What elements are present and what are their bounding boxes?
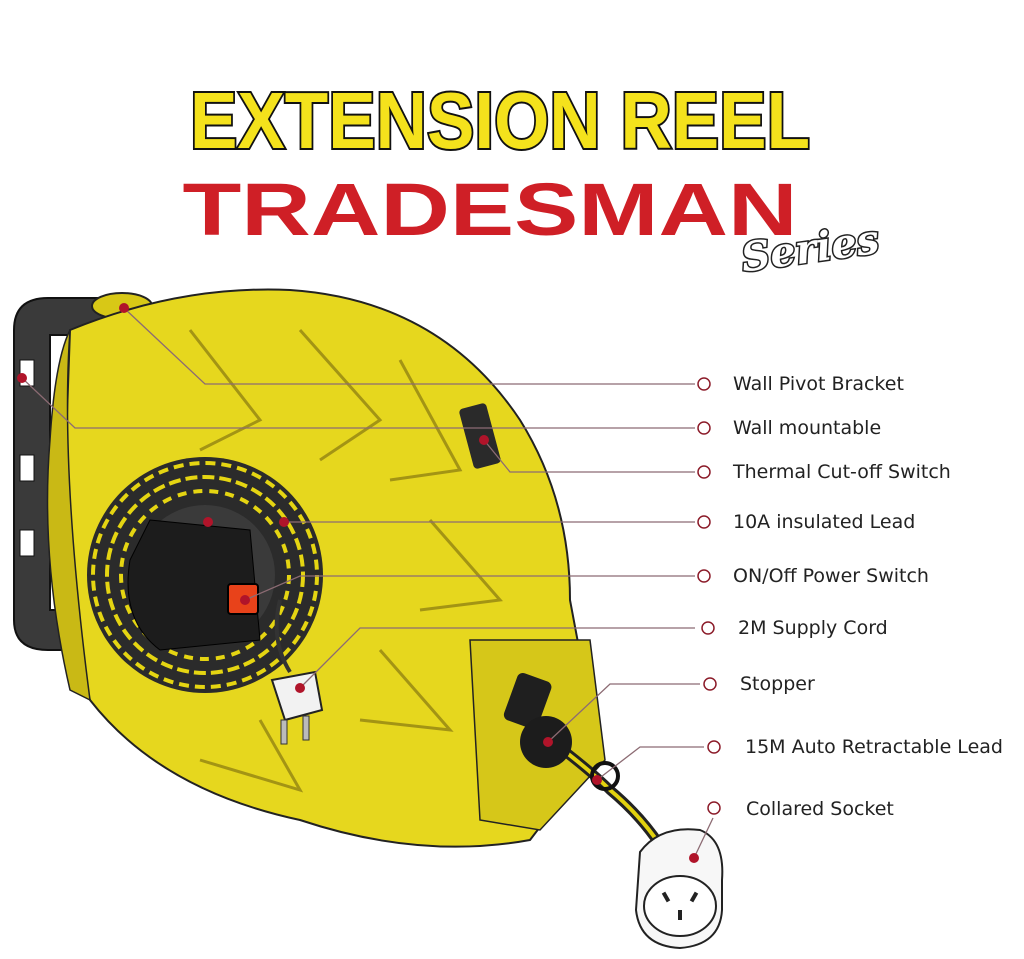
callout-labels: Wall Pivot Bracket Wall mountable Therma… — [732, 373, 1003, 820]
collared-socket-icon — [520, 716, 724, 950]
dot-stopper — [543, 737, 553, 747]
callout-label: 15M Auto Retractable Lead — [745, 736, 1003, 758]
callout-label: 10A insulated Lead — [733, 511, 915, 533]
leader-line-retractable-lead — [596, 746, 704, 781]
leader-line-power-switch — [244, 575, 695, 601]
dot-wall-pivot-bracket — [119, 303, 129, 313]
label-rings — [697, 377, 721, 815]
title-block: EXTENSION REEL TRADESMAN Series — [183, 74, 884, 283]
dot-power-switch — [240, 595, 250, 605]
dot-supply-cord — [295, 683, 305, 693]
extension-reel-illustration — [46, 288, 606, 848]
callout-label: 2M Supply Cord — [738, 617, 888, 639]
leader-line-collared-socket — [693, 817, 714, 859]
dot-retractable-lead — [592, 775, 602, 785]
title-line1: EXTENSION REEL — [190, 76, 810, 165]
dot-collared-socket — [689, 853, 699, 863]
dot-10a-lead — [279, 517, 289, 527]
leader-line-thermal-cutoff — [483, 439, 695, 473]
leader-lines — [21, 307, 714, 859]
callout-label: Wall mountable — [733, 417, 881, 439]
dot-10a-lead-2 — [203, 517, 213, 527]
leader-line-supply-cord — [299, 627, 695, 689]
leader-line-stopper — [547, 683, 700, 743]
leader-line-wall-mountable — [21, 377, 695, 429]
power-plug-icon — [270, 599, 324, 745]
dot-thermal-cutoff — [479, 435, 489, 445]
leader-line-wall-pivot-bracket — [123, 307, 695, 385]
callout-label: Thermal Cut-off Switch — [732, 461, 951, 483]
callout-label: ON/Off Power Switch — [733, 565, 929, 587]
callout-label: Stopper — [740, 673, 815, 695]
dot-wall-mountable — [17, 373, 27, 383]
callout-label: Collared Socket — [746, 798, 894, 820]
callout-dots — [17, 303, 699, 863]
callout-label: Wall Pivot Bracket — [733, 373, 904, 395]
title-line2: TRADESMAN — [183, 168, 798, 251]
